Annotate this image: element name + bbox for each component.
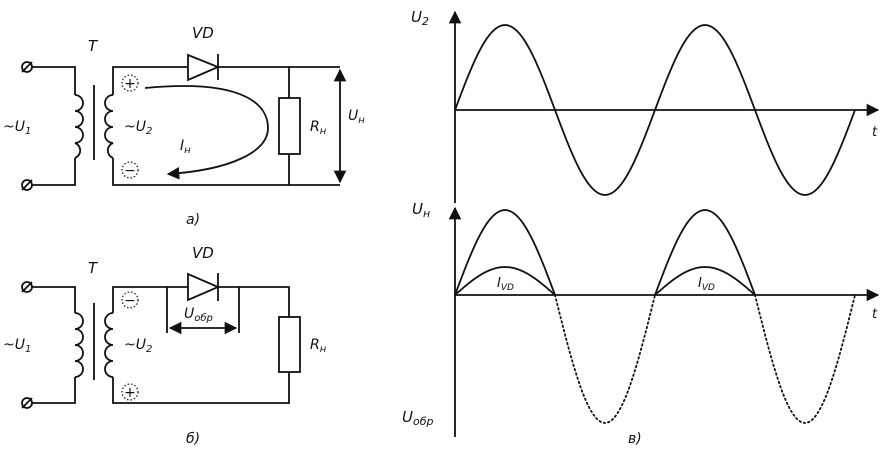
primary-terminal-top-icon: [21, 281, 33, 293]
reverse-voltage-dotted-wave: [554, 294, 856, 424]
plus-polarity-icon: [121, 383, 139, 401]
plus-sign: +: [124, 76, 136, 92]
current-label: Iн: [180, 138, 191, 156]
load-voltage-half-wave: [454, 209, 756, 296]
minus-polarity-icon: [121, 291, 139, 309]
diode-label: VD: [192, 244, 214, 262]
bottom-time-label: t: [872, 307, 878, 322]
minus-polarity-icon: [121, 161, 139, 179]
circuit-a: + − T VD ~U1 ~U2 Iн Rн Uн а): [3, 24, 365, 228]
plus-polarity-icon: [121, 74, 139, 92]
primary-coil-icon: [74, 312, 84, 378]
primary-voltage-label: ~U1: [3, 337, 31, 355]
diode-label: VD: [192, 24, 214, 42]
transformer-label: T: [88, 259, 99, 277]
reverse-axis-label: Uобр: [402, 408, 433, 428]
caption-c: в): [628, 431, 642, 447]
caption-a: а): [186, 212, 200, 228]
top-axis-label: U2: [411, 8, 429, 28]
circuit-b: − + T VD ~U1 ~U2 Uобр Rн б): [3, 244, 327, 447]
caption-b: б): [186, 431, 200, 447]
plus-sign: +: [124, 385, 136, 401]
load-voltage-label: Uн: [348, 108, 365, 126]
primary-terminal-bottom-icon: [21, 179, 33, 191]
top-time-label: t: [872, 125, 878, 140]
secondary-coil-icon: [104, 312, 114, 378]
primary-terminal-top-icon: [21, 61, 33, 73]
diode-vd-icon: [187, 53, 221, 82]
reverse-voltage-label: Uобр: [184, 306, 213, 324]
bottom-axis-label: Uн: [412, 200, 430, 220]
diode-current-label-2: IVD: [698, 276, 715, 293]
load-resistor-label: Rн: [310, 337, 327, 355]
diode-vd-icon: [187, 272, 221, 302]
primary-voltage-label: ~U1: [3, 119, 31, 137]
minus-sign: −: [124, 163, 136, 179]
secondary-voltage-label: ~U2: [124, 119, 152, 137]
load-resistor-label: Rн: [310, 119, 327, 137]
current-arrow-icon: [144, 85, 269, 180]
waveform-graphs: U2 t Uн t IVD IVD Uобр в): [402, 8, 880, 447]
diode-current-label-1: IVD: [497, 276, 514, 293]
secondary-coil-icon: [104, 94, 114, 159]
load-resistor-icon: [278, 316, 301, 373]
top-sine-wave: [454, 24, 856, 196]
primary-coil-icon: [74, 94, 84, 159]
secondary-voltage-label: ~U2: [124, 337, 152, 355]
transformer-label: T: [88, 37, 99, 55]
diode-current-wave: [454, 266, 756, 296]
primary-terminal-bottom-icon: [21, 397, 33, 409]
minus-sign: −: [124, 293, 136, 309]
load-resistor-icon: [278, 97, 301, 155]
